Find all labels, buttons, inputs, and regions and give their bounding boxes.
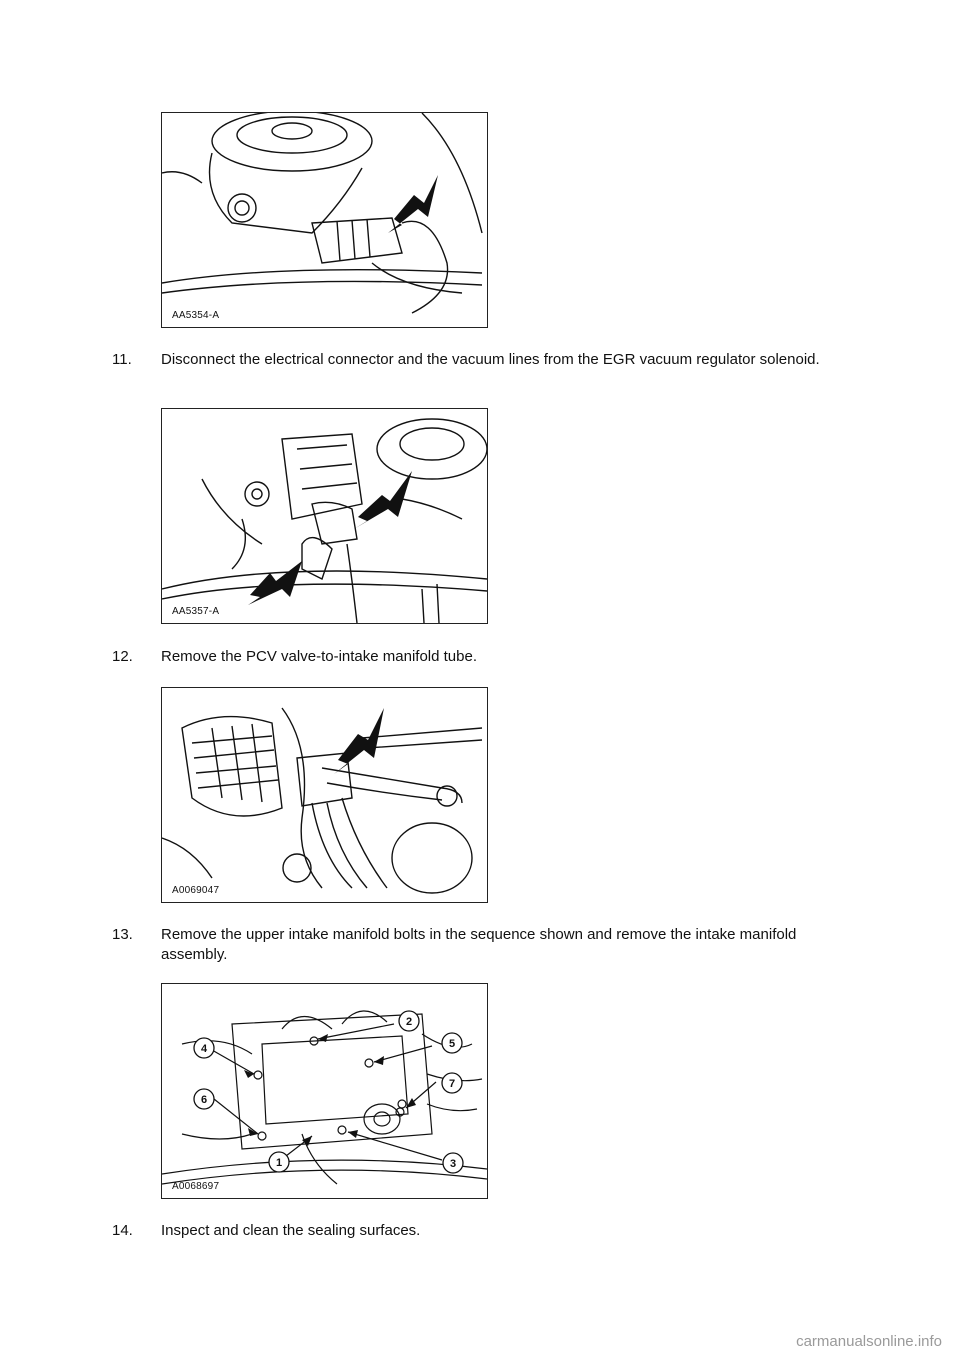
step-text: Inspect and clean the sealing surfaces.	[161, 1222, 421, 1239]
illustration-egr-valve	[162, 113, 483, 314]
figure-intake-manifold-bolts: 1 2 3 4 5 6 7 A0068697	[161, 983, 488, 1199]
callout-5: 5	[449, 1038, 455, 1050]
figure-id: A0068697	[172, 1181, 220, 1192]
step-number: 12.	[112, 648, 133, 665]
site-watermark[interactable]: carmanualsonline.info	[796, 1333, 942, 1350]
figure-id: AA5357-A	[172, 606, 220, 617]
figure-egr-regulator-solenoid: AA5357-A	[161, 408, 488, 624]
callout-6: 6	[201, 1094, 207, 1106]
illustration-pcv-tube	[162, 707, 483, 894]
callout-7: 7	[449, 1078, 455, 1090]
illustration-intake-manifold: 1 2 3 4 5 6 7	[162, 1010, 487, 1185]
step-number: 13.	[112, 926, 133, 943]
figure-id: AA5354-A	[172, 310, 220, 321]
illustration-solenoid	[162, 418, 487, 623]
callout-4: 4	[201, 1043, 208, 1055]
step-text: Remove the upper intake manifold bolts i…	[161, 926, 797, 963]
step-number: 14.	[112, 1222, 133, 1239]
step-text: Remove the PCV valve-to-intake manifold …	[161, 648, 477, 665]
figure-egr-valve-tube: AA5354-A	[161, 112, 488, 328]
figure-id: A0069047	[172, 885, 220, 896]
callout-3: 3	[450, 1158, 456, 1170]
step-number: 11.	[112, 351, 132, 368]
figure-pcv-tube: A0069047	[161, 687, 488, 903]
callout-2: 2	[406, 1016, 412, 1028]
callout-1: 1	[276, 1157, 282, 1169]
step-text: Disconnect the electrical connector and …	[161, 351, 820, 368]
